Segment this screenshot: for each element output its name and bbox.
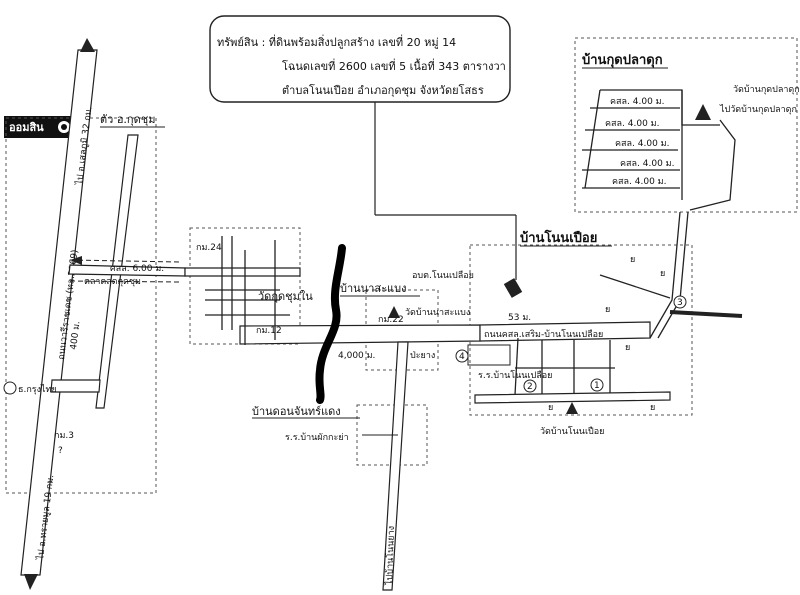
bank-krungthai-label: ธ.กรุงไทย xyxy=(18,384,57,395)
na-sabaeng: บ้านนาสะแบง อบต.โนนเปลือย วัดบ้านนาสะแบง… xyxy=(338,270,474,361)
market-label: ตลาดสดกุดชุม xyxy=(84,277,141,287)
marker-1: 1 xyxy=(594,381,600,391)
wat-kut-chum-nai-label: วัดกุดชุมใน xyxy=(258,290,313,303)
distance-4000: 4,000 ม. xyxy=(338,351,375,361)
marker-3: 3 xyxy=(677,298,683,308)
kpd-road-4: คสล. 4.00 ม. xyxy=(620,159,674,169)
obt-label: อบต.โนนเปลือย xyxy=(412,270,474,281)
km-24-label: กม.24 xyxy=(196,243,222,253)
km-3-label: กม.3 xyxy=(54,431,74,441)
marker-2: 2 xyxy=(527,382,533,392)
wat-na-sabaeng-label: วัดบ้านนาสะแบง xyxy=(405,307,470,318)
school-non-pueai-label: ร.ร.บ้านโนนเปลือย xyxy=(478,370,552,381)
na-sabaeng-label: บ้านนาสะแบง xyxy=(340,282,406,295)
info-line-3: ตำบลโนนเปือย อำเภอกุดชุม จังหวัดยโสธร xyxy=(282,83,484,97)
kpd-road-1: คสล. 4.00 ม. xyxy=(610,97,664,107)
kut-pla-duk-label: บ้านกุดปลาดุก xyxy=(582,52,663,68)
distance-400: 400 ม. xyxy=(69,321,82,351)
mark-y: ย xyxy=(605,305,610,315)
road-label-kor6: ศสล. 6.00 ม. xyxy=(110,264,164,274)
town-label: ตัว อ.กุดชุม xyxy=(100,113,155,126)
property-info-box: ทรัพย์สิน : ที่ดินพร้อมสิ่งปลูกสร้าง เลข… xyxy=(209,15,517,280)
numbered-markers: 1 2 3 4 xyxy=(455,295,687,393)
kut-pla-duk-inset: บ้านกุดปลาดุก คสล. 4.00 ม. คสล. 4.00 ม. … xyxy=(582,52,800,211)
don-chan-daeng-label: บ้านดอนจันทร์แดง xyxy=(252,405,341,418)
km-12-label: กม.12 xyxy=(256,326,282,336)
temple-icon xyxy=(388,306,400,318)
non-pueai-village: บ้านโนนเปือย ถนนคสล.เสริม-บ้านโนนเปลือย … xyxy=(467,211,743,437)
mark-y: ย xyxy=(625,343,630,353)
south-road: ไปบ้านโนนยาง ร.ร.บ้านผักกะย่า บ้านดอนจัน… xyxy=(252,341,409,591)
wat-kut-chum-grid: วัดกุดชุมใน xyxy=(205,236,313,345)
non-pueai-label: บ้านโนนเปือย xyxy=(520,229,597,246)
question-mark: ? xyxy=(58,446,63,456)
wat-kut-pla-duk-label: วัดบ้านกุดปลาดุก xyxy=(733,84,800,95)
y-marks: ย ย ย ย ย ย xyxy=(548,255,665,413)
pa-yang-label: ป่ะยาง xyxy=(410,351,435,361)
km-22-label: กม.22 xyxy=(378,315,404,325)
mark-y: ย xyxy=(630,255,635,265)
mark-y: ย xyxy=(650,403,655,413)
krungthai: ธ.กรุงไทย กม.3 ? xyxy=(3,381,74,456)
kpd-road-5: คสล. 4.00 ม. xyxy=(612,177,666,187)
marker-4: 4 xyxy=(459,352,465,362)
school-phak-krayang-label: ร.ร.บ้านผักกะย่า xyxy=(285,432,349,443)
info-line-1: ทรัพย์สิน : ที่ดินพร้อมสิ่งปลูกสร้าง เลข… xyxy=(217,34,456,49)
wat-area-box xyxy=(189,227,301,345)
kpd-road-3: คสล. 4.00 ม. xyxy=(615,139,669,149)
temple-icon xyxy=(566,402,578,414)
bank-badge-label: ออมสิน xyxy=(9,121,44,134)
wat-non-pueai-label: วัดบ้านโนนเปือย xyxy=(540,426,604,437)
info-line-2: โฉนดเลขที่ 2600 เลขที่ 5 เนื้อที่ 343 ตา… xyxy=(282,58,506,73)
kpd-road-2: คสล. 4.00 ม. xyxy=(605,119,659,129)
kut-pla-duk-area-box xyxy=(574,37,798,213)
east-west-route: ศสล. 6.00 ม. ตลาดสดกุดชุม กม.24 กม.12 กม… xyxy=(68,243,481,345)
to-wat-label: ไปวัดบ้านกุดปลาดุก xyxy=(719,104,797,115)
property-marker-icon xyxy=(503,278,523,298)
bank-badge: ออมสิน xyxy=(4,116,76,138)
temple-icon xyxy=(695,104,711,120)
mark-y: ย xyxy=(660,269,665,279)
to-non-yang-label: ไปบ้านโนนยาง xyxy=(384,526,397,586)
mark-y: ย xyxy=(548,403,553,413)
distance-53: 53 ม. xyxy=(508,313,531,323)
boundary-line xyxy=(315,244,346,404)
village-road-label: ถนนคสล.เสริม-บ้านโนนเปลือย xyxy=(484,329,603,340)
